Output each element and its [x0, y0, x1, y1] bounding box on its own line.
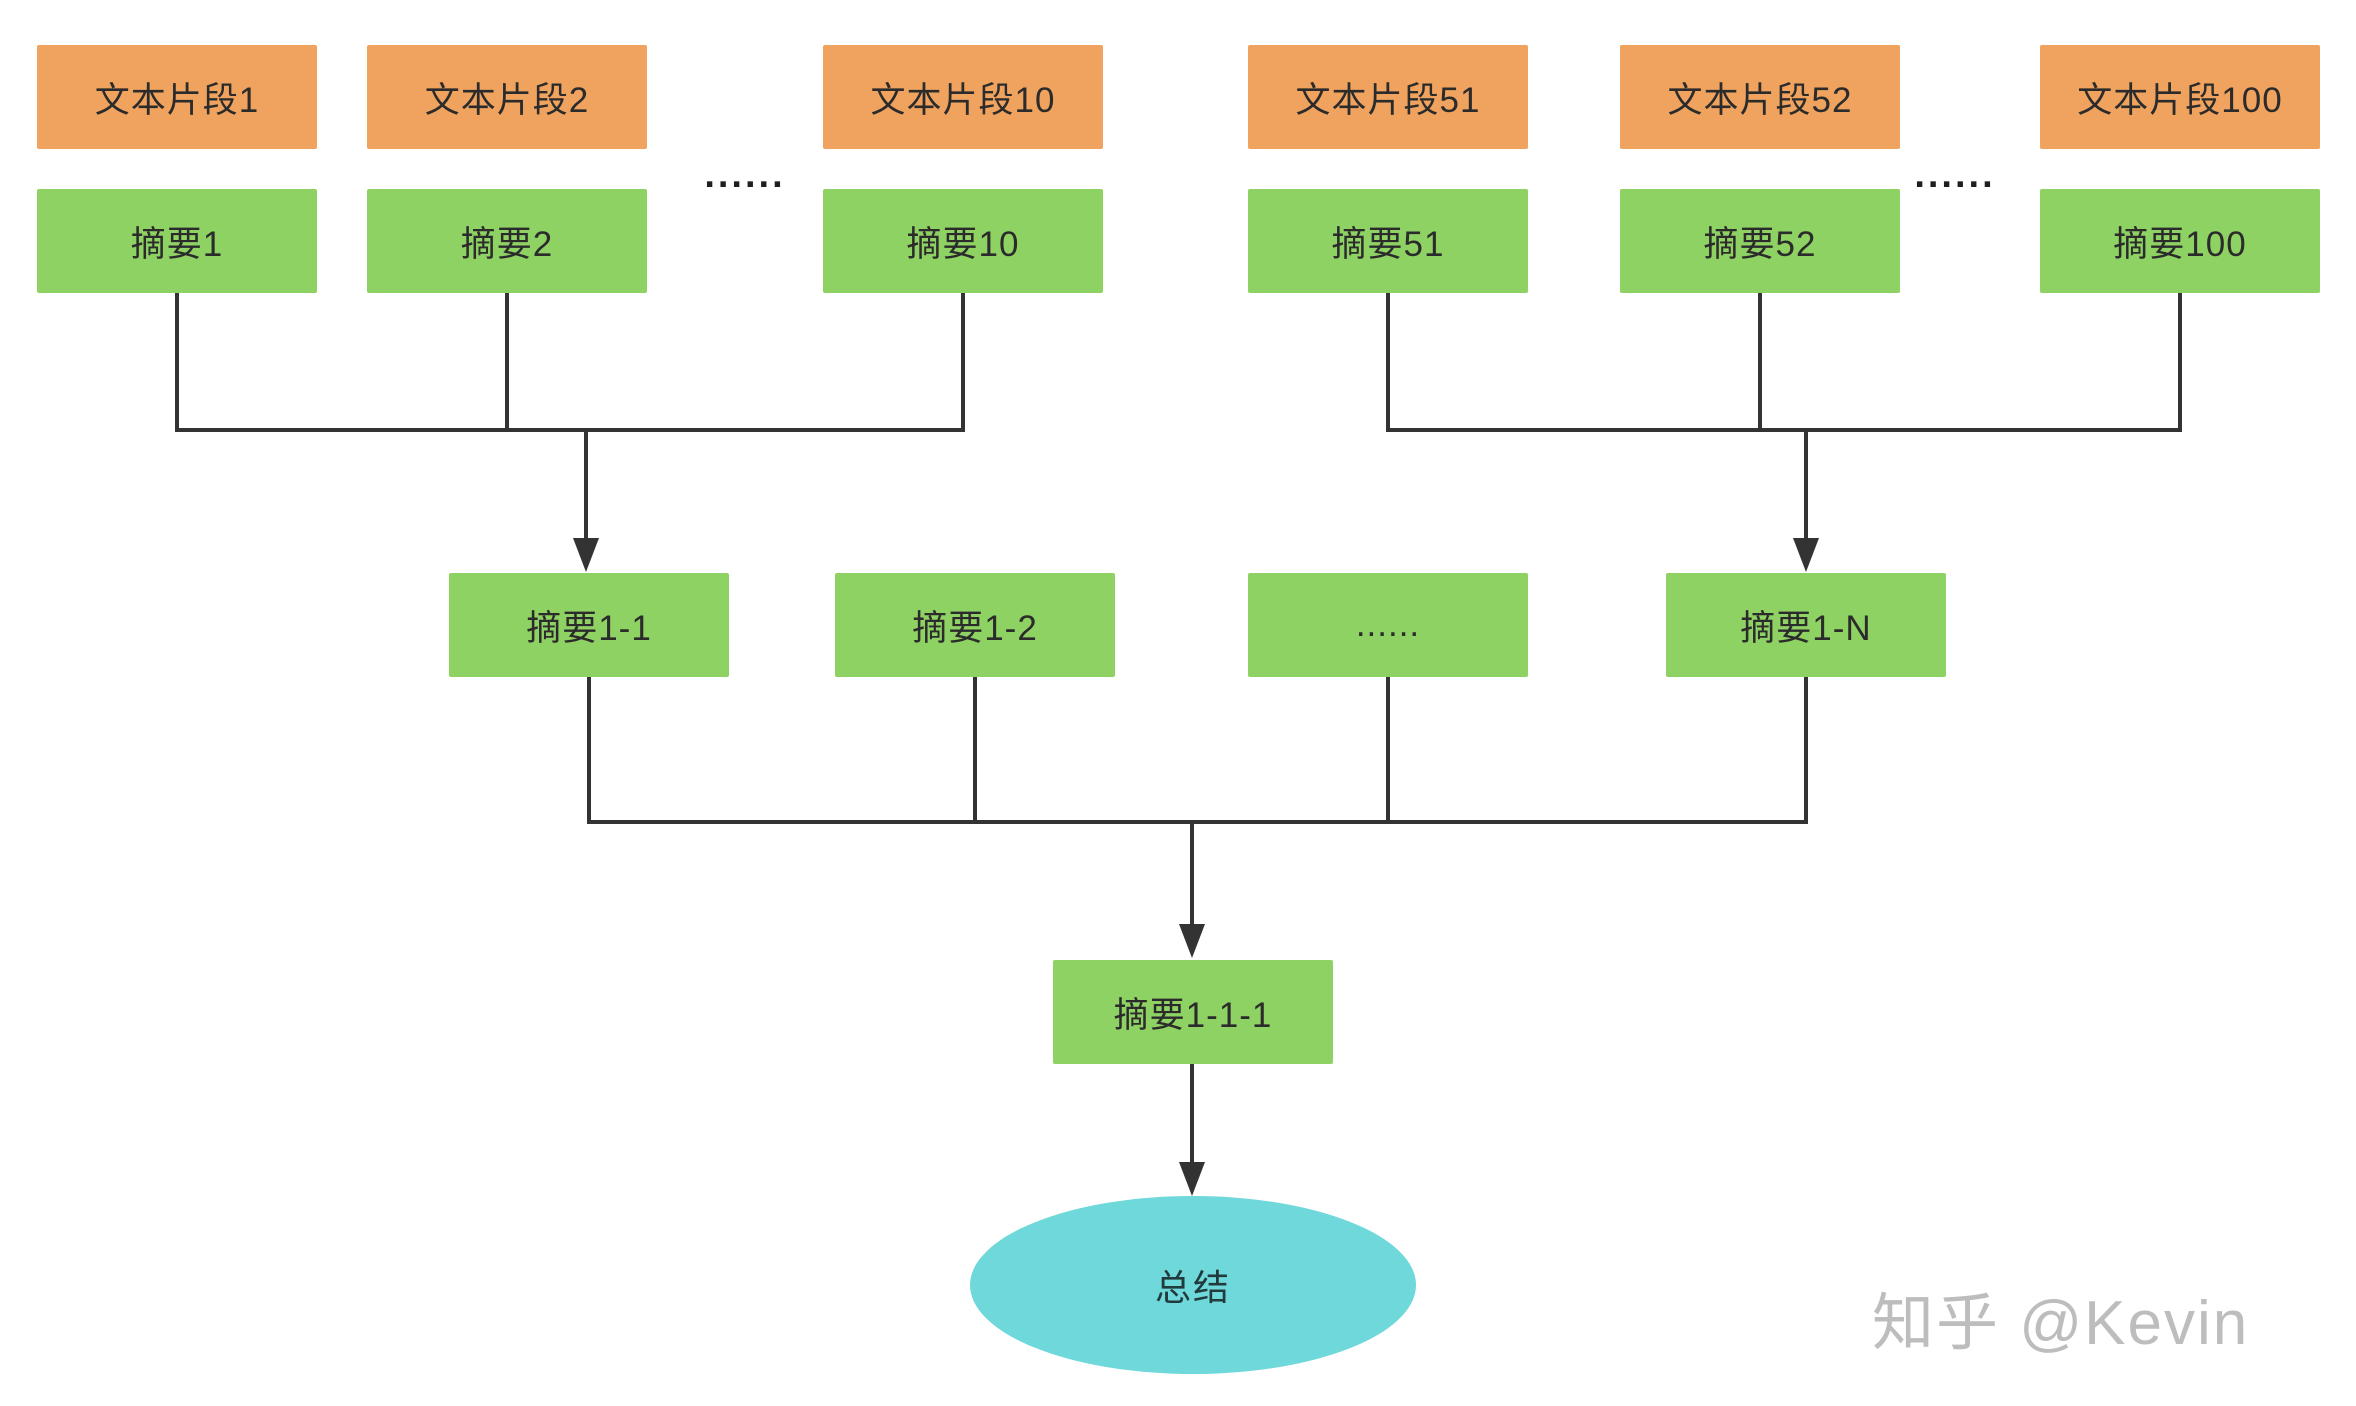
- final-summary-node: 总结: [970, 1196, 1416, 1374]
- arrowhead-into-summary-1-1: [573, 538, 599, 572]
- watermark-text: 知乎 @Kevin: [1872, 1289, 2250, 1358]
- fragment-node-10: 文本片段10: [823, 45, 1103, 149]
- summary-node-dots: ......: [1248, 573, 1528, 677]
- arrowhead-into-summary-1-1-1: [1179, 924, 1205, 958]
- fragment-node-2: 文本片段2: [367, 45, 647, 149]
- summary-node-2: 摘要2: [367, 189, 647, 293]
- fragment-node-100: 文本片段100: [2040, 45, 2320, 149]
- arrowhead-into-final: [1179, 1162, 1205, 1196]
- summary-node-1-n: 摘要1-N: [1666, 573, 1946, 677]
- ellipsis-left: ......: [704, 154, 786, 196]
- summary-node-1-1-1: 摘要1-1-1: [1053, 960, 1333, 1064]
- summary-node-1-2: 摘要1-2: [835, 573, 1115, 677]
- fragment-node-1: 文本片段1: [37, 45, 317, 149]
- ellipsis-right: ......: [1914, 154, 1996, 196]
- summary-node-1: 摘要1: [37, 189, 317, 293]
- summary-node-52: 摘要52: [1620, 189, 1900, 293]
- summary-node-1-1: 摘要1-1: [449, 573, 729, 677]
- fragment-node-51: 文本片段51: [1248, 45, 1528, 149]
- fragment-node-52: 文本片段52: [1620, 45, 1900, 149]
- summary-node-51: 摘要51: [1248, 189, 1528, 293]
- summary-node-100: 摘要100: [2040, 189, 2320, 293]
- arrowhead-into-summary-1-n: [1793, 538, 1819, 572]
- summary-node-10: 摘要10: [823, 189, 1103, 293]
